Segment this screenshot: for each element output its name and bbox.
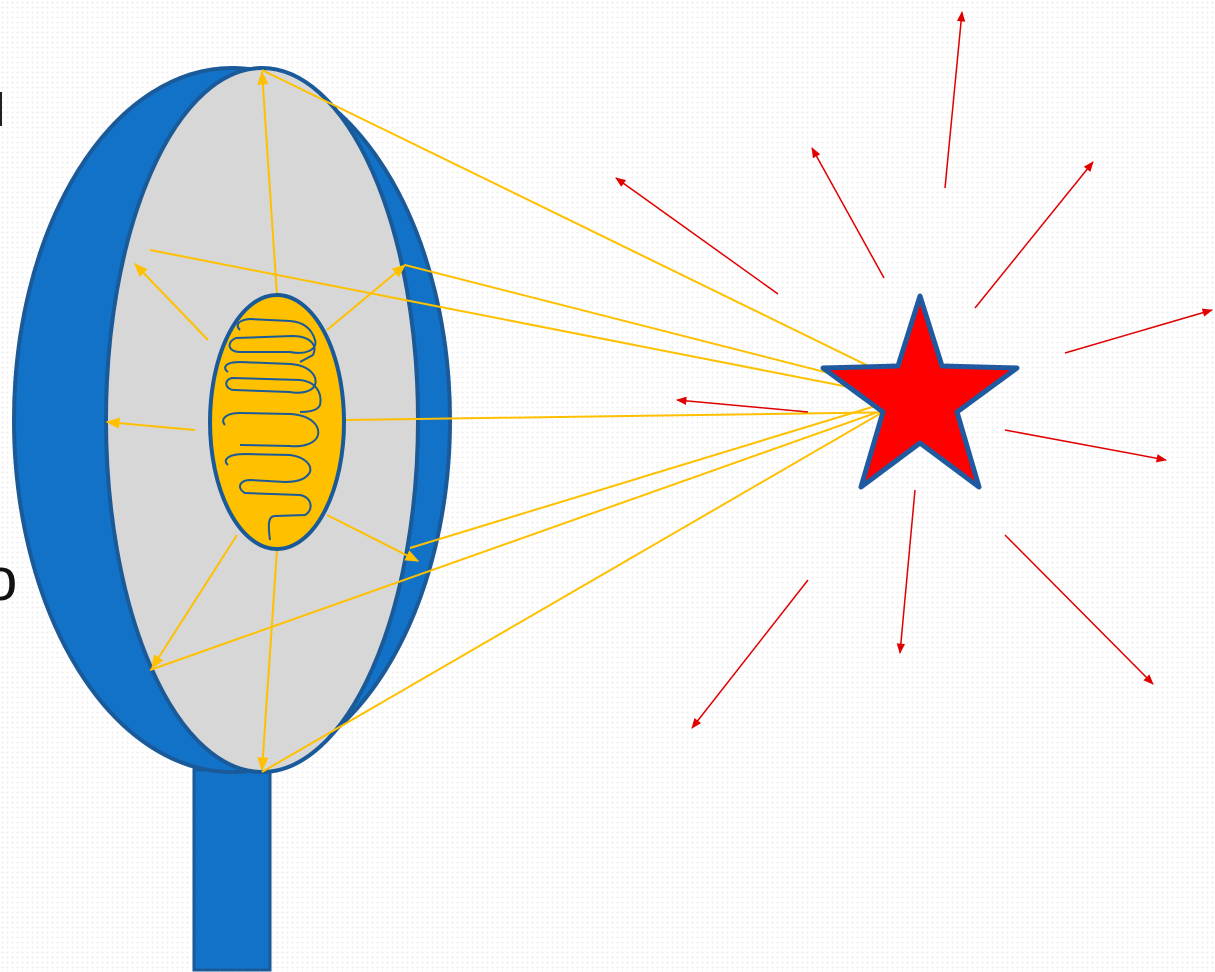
emit-ray-nw bbox=[615, 177, 779, 295]
emit-ray-se bbox=[1004, 534, 1154, 685]
ray-lower-right bbox=[409, 399, 896, 549]
internal-ray-down bbox=[257, 549, 278, 772]
ray-bottom bbox=[261, 404, 896, 773]
star-icon bbox=[820, 293, 1020, 490]
dish-internal-rays bbox=[105, 70, 420, 772]
emitted-rays bbox=[615, 10, 1214, 729]
internal-ray-up bbox=[257, 70, 278, 296]
dish-stand bbox=[192, 768, 272, 972]
emit-ray-s bbox=[896, 489, 916, 655]
internal-ray-lower-left bbox=[151, 534, 238, 670]
emit-ray-ne bbox=[974, 161, 1094, 309]
emit-ray-sw bbox=[691, 579, 809, 729]
ray-lower-left bbox=[149, 404, 899, 671]
emit-ray-nnw bbox=[811, 147, 885, 279]
converging-rays bbox=[149, 69, 930, 773]
cropped-edge-text: o bbox=[0, 546, 18, 613]
receiver-body bbox=[208, 293, 346, 551]
mitochondrion-icon bbox=[208, 293, 346, 551]
emit-ray-n bbox=[944, 10, 966, 189]
emit-ray-e bbox=[1004, 429, 1168, 463]
cropped-edge-mark bbox=[0, 92, 6, 126]
internal-ray-upper-right bbox=[326, 264, 407, 331]
internal-ray-left bbox=[105, 417, 196, 431]
internal-ray-upper-left bbox=[134, 262, 209, 341]
ray-top bbox=[261, 69, 930, 396]
emit-ray-w bbox=[675, 396, 809, 413]
internal-ray-lower-right bbox=[326, 514, 420, 562]
emit-ray-ene bbox=[1064, 308, 1214, 354]
receiver-cristae bbox=[222, 317, 322, 541]
ray-upper-left bbox=[149, 249, 917, 404]
ray-center bbox=[344, 406, 912, 421]
